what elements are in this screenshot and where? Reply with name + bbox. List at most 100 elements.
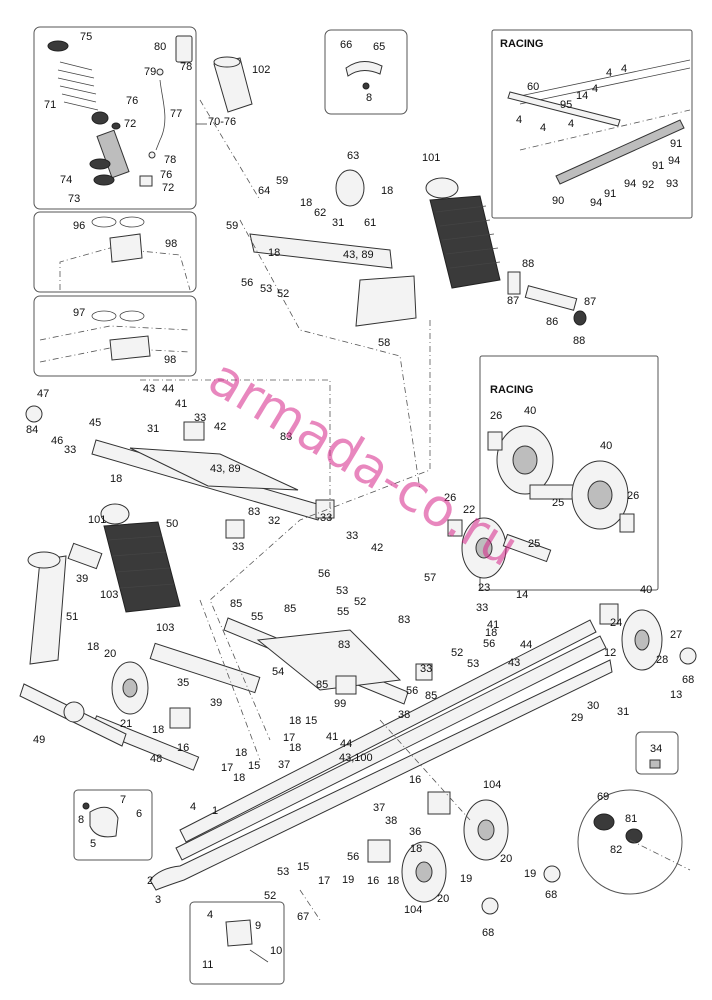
- boot-102: [213, 56, 253, 113]
- watermark: armada-co.ru: [198, 348, 528, 579]
- part-callout: 4: [207, 909, 213, 921]
- part-callout: 18: [268, 247, 280, 259]
- part-callout: 39: [76, 573, 88, 585]
- front-arm-assembly: [249, 169, 417, 327]
- inset-racing-mid: RACING: [479, 355, 659, 591]
- shock-body: [89, 129, 153, 187]
- part-callout: 33: [476, 602, 488, 614]
- part-callout: 43,100: [339, 752, 373, 764]
- shafts-35-39-48: [90, 642, 261, 771]
- part-callout: 1: [212, 805, 218, 817]
- part-callout: 15: [305, 715, 317, 727]
- part-callout: 83: [338, 639, 350, 651]
- part-callout: 40: [600, 440, 612, 452]
- part-callout: 44: [520, 639, 532, 651]
- part-callout: 3: [155, 894, 161, 906]
- inset-bracket-66: [324, 29, 408, 115]
- part-callout: 79: [144, 66, 156, 78]
- part-callout: 41: [487, 619, 499, 631]
- part-callout: 95: [560, 99, 572, 111]
- part-callout: 33: [232, 541, 244, 553]
- part-callout: 18: [289, 742, 301, 754]
- part-callout: 70-76: [208, 116, 236, 128]
- part-callout: 61: [364, 217, 376, 229]
- part-callout: 4: [621, 63, 627, 75]
- part-callout: 84: [26, 424, 38, 436]
- part-callout: 34: [650, 743, 662, 755]
- part-callout: 36: [409, 826, 421, 838]
- part-callout: 91: [604, 188, 616, 200]
- part-callout: 81: [625, 813, 637, 825]
- part-callout: 71: [44, 99, 56, 111]
- part-callout: 15: [248, 760, 260, 772]
- part-callout: 92: [642, 179, 654, 191]
- part-callout: 73: [68, 193, 80, 205]
- part-callout: 103: [156, 622, 174, 634]
- part-callout: 53: [277, 866, 289, 878]
- part-callout: 31: [332, 217, 344, 229]
- lower-arm-54: [223, 617, 433, 705]
- part-callout: 67: [297, 911, 309, 923]
- part-callout: 60: [527, 81, 539, 93]
- part-callout: 46: [51, 435, 63, 447]
- part-callout: 4: [568, 118, 574, 130]
- reservoir-and-hose: [148, 35, 193, 159]
- part-callout: 98: [165, 238, 177, 250]
- part-callout: 44: [162, 383, 174, 395]
- part-callout: 26: [444, 492, 456, 504]
- part-callout: 86: [546, 316, 558, 328]
- part-callout: 75: [80, 31, 92, 43]
- part-callout: 104: [483, 779, 501, 791]
- part-callout: 49: [33, 734, 45, 746]
- part-callout: 56: [406, 685, 418, 697]
- part-callout: 98: [164, 354, 176, 366]
- part-callout: 83: [398, 614, 410, 626]
- part-callout: 72: [162, 182, 174, 194]
- rear-shock-lower: [67, 503, 181, 613]
- part-callout: 26: [490, 410, 502, 422]
- part-callout: 31: [617, 706, 629, 718]
- upper-shock-101: [425, 177, 501, 289]
- part-callout: 18: [152, 724, 164, 736]
- part-callout: 85: [284, 603, 296, 615]
- part-callout: 85: [425, 690, 437, 702]
- part-callout: 25: [552, 497, 564, 509]
- part-callout: 8: [78, 814, 84, 826]
- part-callout: 96: [73, 220, 85, 232]
- part-callout: 48: [150, 753, 162, 765]
- part-callout: 18: [235, 747, 247, 759]
- part-callout: 63: [347, 150, 359, 162]
- inset-bearing-69: [577, 789, 691, 895]
- part-callout: 17: [318, 875, 330, 887]
- part-callout: 53: [336, 585, 348, 597]
- part-callout: 14: [516, 589, 528, 601]
- part-callout: 12: [604, 647, 616, 659]
- part-callout: 97: [73, 307, 85, 319]
- racing-label-mid: RACING: [490, 384, 533, 396]
- slide-rail-1: [149, 619, 613, 891]
- part-callout: 33: [64, 444, 76, 456]
- part-callout: 4: [540, 122, 546, 134]
- part-callout: 103: [100, 589, 118, 601]
- part-callout: 40: [640, 584, 652, 596]
- part-callout: 52: [264, 890, 276, 902]
- part-callout: 40: [524, 405, 536, 417]
- inset-shock-detail: [33, 26, 253, 210]
- part-callout: 8: [366, 92, 372, 104]
- part-callout: 18: [300, 197, 312, 209]
- part-callout: 83: [280, 431, 292, 443]
- part-callout: 38: [398, 709, 410, 721]
- part-callout: 25: [528, 538, 540, 550]
- part-callout: 32: [268, 515, 280, 527]
- part-callout: 18: [410, 843, 422, 855]
- part-callout: 4: [190, 801, 196, 813]
- idler-wheel-22: [447, 517, 552, 579]
- part-callout: 94: [590, 197, 602, 209]
- part-callout: 42: [371, 542, 383, 554]
- part-callout: 7: [120, 794, 126, 806]
- part-callout: 80: [154, 41, 166, 53]
- part-callout: 55: [251, 611, 263, 623]
- inset-bracket-5: [73, 789, 153, 861]
- part-callout: 16: [177, 742, 189, 754]
- part-callout: 33: [420, 663, 432, 675]
